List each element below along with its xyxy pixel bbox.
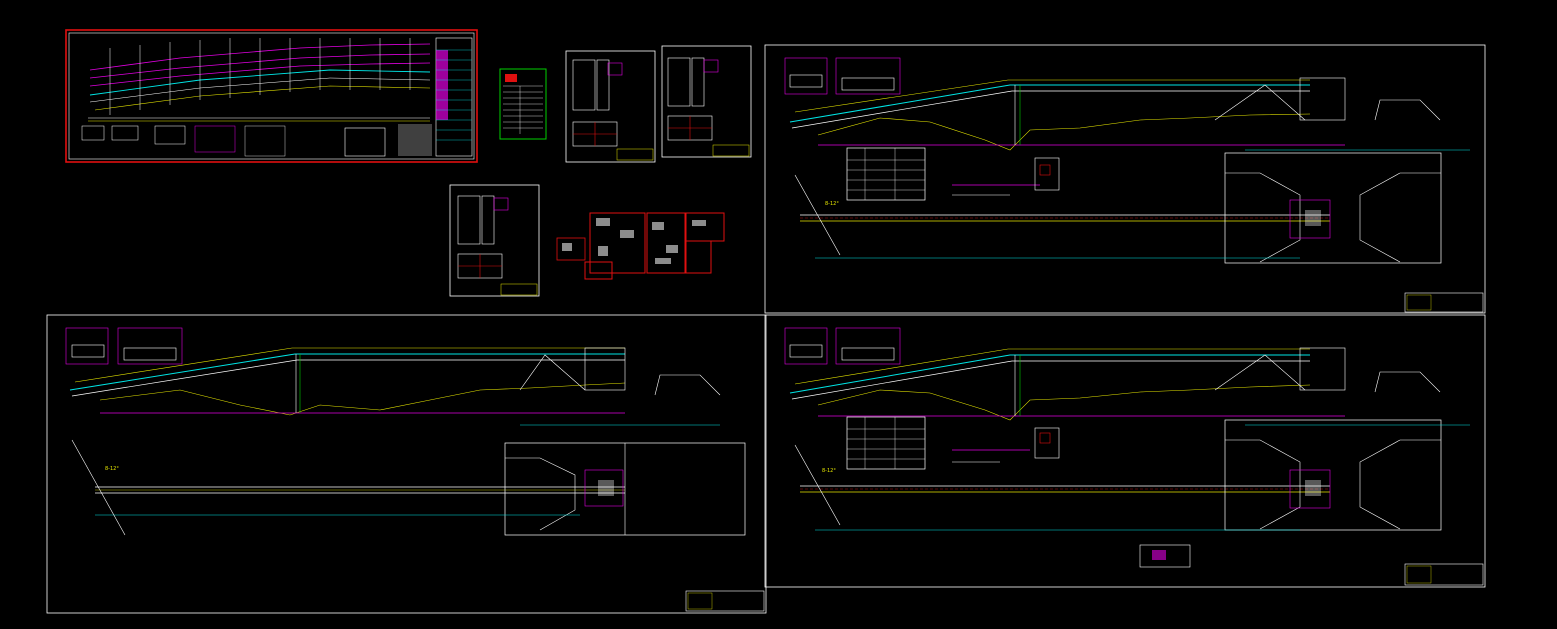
conveyor-sheet-bottom-left[interactable]: 8-12° bbox=[46, 314, 767, 614]
conveyor-sheet-bottom-right[interactable]: 8-12° bbox=[764, 314, 1486, 588]
slope-angle-label-br: 8-12° bbox=[822, 468, 836, 474]
detail-cluster[interactable] bbox=[556, 212, 725, 280]
slope-angle-label-bl: 8-12° bbox=[105, 466, 119, 472]
small-detail-sheet-a[interactable] bbox=[565, 50, 656, 163]
overview-drawing-sheet[interactable] bbox=[65, 29, 478, 163]
table-sheet[interactable] bbox=[499, 68, 547, 140]
small-detail-sheet-c[interactable] bbox=[449, 184, 540, 297]
conveyor-sheet-top-right[interactable]: 8-12° bbox=[764, 44, 1486, 314]
small-detail-sheet-b[interactable] bbox=[661, 45, 752, 158]
slope-angle-label-tr: 8-12° bbox=[825, 201, 839, 207]
